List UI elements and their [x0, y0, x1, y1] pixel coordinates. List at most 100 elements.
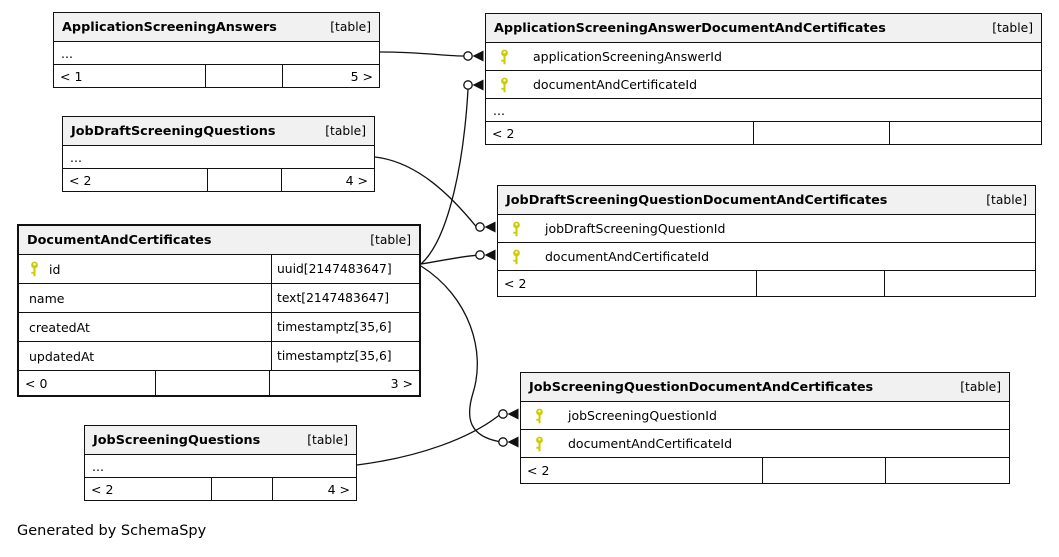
table-header: DocumentAndCertificates [table]	[19, 226, 419, 254]
table-name: DocumentAndCertificates	[27, 232, 212, 248]
primary-key-icon	[31, 261, 38, 277]
schemaspy-credit-label: Generated by SchemaSpy	[17, 523, 207, 539]
table-name: ApplicationScreeningAnswerDocumentAndCer…	[494, 20, 886, 36]
footer-middle-cell	[763, 458, 886, 483]
table-type-badge: [table]	[992, 21, 1033, 35]
primary-key-icon	[536, 436, 543, 451]
collapsed-columns-row: ...	[85, 454, 356, 477]
collapsed-columns-row: ...	[54, 41, 379, 64]
child-count-cell: 4 >	[327, 481, 350, 497]
column-name: documentAndCertificateId	[568, 436, 733, 451]
table-header: ApplicationScreeningAnswers [table]	[54, 13, 379, 41]
primary-key-icon	[501, 49, 508, 64]
ellipsis-label: ...	[493, 102, 505, 118]
table-job-draft-screening-question-document-and-certificates[interactable]: JobDraftScreeningQuestionDocumentAndCert…	[497, 185, 1036, 297]
parent-count-cell: < 0	[19, 371, 156, 395]
fk-edge-jobDraftScreeningQuestions-to-jdsqdc	[374, 156, 496, 233]
child-count-cell: 4 >	[345, 172, 368, 188]
table-header: ApplicationScreeningAnswerDocumentAndCer…	[486, 14, 1041, 42]
collapsed-columns-row: ...	[486, 98, 1041, 121]
footer-middle-cell	[754, 122, 890, 144]
footer-middle-cell	[212, 478, 273, 500]
column-row: jobDraftScreeningQuestionId	[498, 214, 1035, 242]
ellipsis-label: ...	[92, 458, 104, 474]
column-row: id uuid[2147483647]	[19, 254, 419, 283]
column-name: documentAndCertificateId	[545, 249, 710, 264]
table-footer: < 2 4 >	[85, 477, 356, 500]
table-application-screening-answer-document-and-certificates[interactable]: ApplicationScreeningAnswerDocumentAndCer…	[485, 13, 1042, 145]
primary-key-icon	[536, 408, 543, 423]
table-name: ApplicationScreeningAnswers	[62, 19, 277, 35]
table-job-screening-questions[interactable]: JobScreeningQuestions [table] ... < 2 4 …	[84, 425, 357, 501]
ellipsis-label: ...	[70, 149, 82, 165]
parent-count-cell: < 1	[54, 65, 206, 87]
table-header: JobDraftScreeningQuestionDocumentAndCert…	[498, 186, 1035, 214]
table-footer: < 1 5 >	[54, 64, 379, 87]
table-footer: < 0 3 >	[19, 370, 419, 395]
child-count-cell	[886, 458, 1009, 483]
table-header: JobScreeningQuestions [table]	[85, 426, 356, 454]
child-count-cell	[890, 122, 1041, 144]
fk-edge-documentAndCertificates-to-jdsqdc	[420, 249, 496, 265]
table-header: JobScreeningQuestionDocumentAndCertifica…	[521, 373, 1009, 401]
table-footer: < 2	[498, 270, 1035, 296]
table-name: JobDraftScreeningQuestionDocumentAndCert…	[506, 192, 888, 208]
column-row: name text[2147483647]	[19, 283, 419, 312]
column-row: jobScreeningQuestionId	[521, 401, 1009, 429]
column-name: documentAndCertificateId	[533, 77, 698, 92]
footer-middle-cell	[208, 169, 282, 191]
table-footer: < 2 4 >	[63, 168, 374, 191]
parent-count-cell: < 2	[486, 122, 754, 144]
parent-count-cell: < 2	[498, 271, 757, 296]
footer-middle-cell	[757, 271, 885, 296]
column-type: timestamptz[35,6]	[271, 313, 419, 341]
column-row: documentAndCertificateId	[498, 242, 1035, 270]
column-row: documentAndCertificateId	[486, 70, 1041, 98]
table-type-badge: [table]	[960, 380, 1001, 394]
column-name: jobDraftScreeningQuestionId	[545, 221, 726, 236]
column-row: updatedAt timestamptz[35,6]	[19, 341, 419, 370]
column-row: documentAndCertificateId	[521, 429, 1009, 457]
table-type-badge: [table]	[986, 193, 1027, 207]
table-footer: < 2	[486, 121, 1041, 144]
primary-key-icon	[513, 221, 520, 236]
table-job-screening-question-document-and-certificates[interactable]: JobScreeningQuestionDocumentAndCertifica…	[520, 372, 1010, 484]
child-count-cell: 5 >	[350, 68, 373, 84]
footer-middle-cell	[206, 65, 283, 87]
parent-count-cell: < 2	[85, 478, 212, 500]
table-type-badge: [table]	[325, 124, 366, 138]
column-type: timestamptz[35,6]	[271, 342, 419, 370]
table-job-draft-screening-questions[interactable]: JobDraftScreeningQuestions [table] ... <…	[62, 116, 375, 192]
column-type: text[2147483647]	[271, 284, 419, 312]
fk-edge-applicationScreeningAnswers-to-asadc	[379, 50, 484, 62]
column-type: uuid[2147483647]	[271, 255, 419, 283]
parent-count-cell: < 2	[63, 169, 208, 191]
column-name: updatedAt	[29, 348, 95, 364]
table-name: JobScreeningQuestions	[93, 432, 261, 448]
column-name: name	[29, 290, 65, 306]
column-name: applicationScreeningAnswerId	[533, 49, 722, 64]
fk-edge-documentAndCertificates-to-asadc	[420, 79, 484, 265]
table-footer: < 2	[521, 457, 1009, 483]
collapsed-columns-row: ...	[63, 145, 374, 168]
table-header: JobDraftScreeningQuestions [table]	[63, 117, 374, 145]
table-type-badge: [table]	[330, 20, 371, 34]
column-row: createdAt timestamptz[35,6]	[19, 312, 419, 341]
fk-edge-jobScreeningQuestions-to-jsqdc	[356, 408, 519, 466]
ellipsis-label: ...	[61, 45, 73, 61]
footer-middle-cell	[156, 371, 270, 395]
table-type-badge: [table]	[370, 233, 411, 247]
table-application-screening-answers[interactable]: ApplicationScreeningAnswers [table] ... …	[53, 12, 380, 88]
column-name: createdAt	[29, 319, 90, 335]
table-type-badge: [table]	[307, 433, 348, 447]
table-document-and-certificates[interactable]: DocumentAndCertificates [table] id uuid[…	[17, 224, 421, 397]
column-name: id	[49, 261, 61, 277]
child-count-cell	[885, 271, 1035, 296]
column-row: applicationScreeningAnswerId	[486, 42, 1041, 70]
table-name: JobDraftScreeningQuestions	[71, 123, 276, 139]
primary-key-icon	[501, 77, 508, 92]
column-name: jobScreeningQuestionId	[568, 408, 717, 423]
table-name: JobScreeningQuestionDocumentAndCertifica…	[529, 379, 874, 395]
